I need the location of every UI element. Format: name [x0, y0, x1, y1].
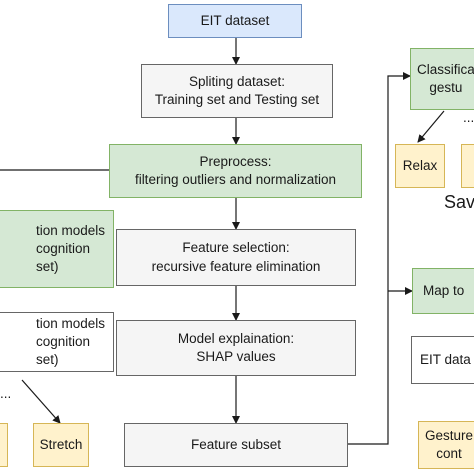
arrow-subset-to-classification	[348, 72, 411, 445]
gesture-control-label: Gesture cont	[425, 427, 474, 461]
model-explanation-label: Model explaination: SHAP values	[177, 330, 295, 364]
left-models-label-1: tion models cognition set)	[35, 222, 105, 275]
left-models-node-1: tion models cognition set)	[0, 210, 114, 288]
eit-data-right-node: EIT data	[411, 336, 474, 384]
left-models-label-2: tion models cognition set)	[35, 315, 105, 368]
stretch-node: Stretch	[33, 423, 89, 467]
right-ellipsis: ...	[463, 110, 474, 125]
feature-subset-label: Feature subset	[190, 436, 282, 452]
gesture-control-node: Gesture cont	[418, 421, 474, 469]
splitting-label: Spliting dataset: Training set and Testi…	[154, 73, 320, 107]
map-to-label: Map to	[423, 282, 465, 298]
preprocess-label: Preprocess: filtering outliers and norma…	[134, 153, 337, 187]
model-explanation-node: Model explaination: SHAP values	[116, 320, 356, 376]
preprocess-node: Preprocess: filtering outliers and norma…	[109, 144, 362, 198]
eit-data-right-label: EIT data	[420, 351, 471, 367]
splitting-node: Spliting dataset: Training set and Testi…	[141, 64, 333, 118]
eit-dataset-node: EIT dataset	[168, 4, 302, 38]
eit-dataset-label: EIT dataset	[200, 12, 270, 28]
feature-subset-node: Feature subset	[124, 423, 348, 467]
stretch-label: Stretch	[39, 436, 83, 452]
map-to-node: Map to	[412, 268, 474, 314]
arrow-left-to-stretch	[21, 379, 61, 424]
classification-label: Classifica gestu	[417, 61, 474, 95]
left-ellipsis: ...	[0, 386, 12, 401]
classification-node: Classifica gestu	[410, 48, 474, 110]
relax-node: Relax	[395, 144, 445, 188]
arrow-classification-to-relax	[417, 110, 445, 143]
feature-selection-label: Feature selection: recursive feature eli…	[151, 240, 321, 274]
relax-label: Relax	[402, 157, 438, 173]
right-yellow-partial	[461, 144, 474, 188]
feature-selection-node: Feature selection: recursive feature eli…	[116, 229, 356, 286]
left-models-node-2: tion models cognition set)	[0, 312, 114, 372]
left-yellow-partial	[0, 423, 8, 467]
save-text: Sav	[444, 192, 474, 212]
